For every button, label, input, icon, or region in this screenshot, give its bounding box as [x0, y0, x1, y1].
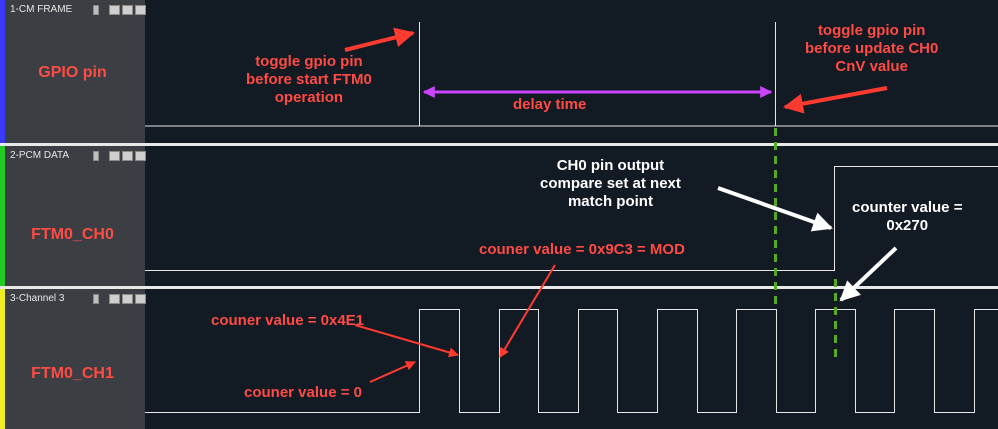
settings-icon[interactable]	[122, 5, 133, 15]
gpio-trace	[145, 22, 998, 127]
counter-270-arrow	[839, 246, 898, 302]
channel-controls	[93, 294, 146, 304]
annotation-counter-mod: couner value = 0x9C3 = MOD	[479, 241, 685, 258]
annotation-counter-4e1: couner value = 0x4E1	[211, 312, 365, 329]
counter-mod-arrow	[499, 264, 556, 358]
trigger-icon[interactable]	[109, 294, 120, 304]
channel-row-ftm0-ch0: 2-PCM DATA FTM0_CH0	[0, 146, 998, 287]
channel-label-ftm0-ch0: FTM0_CH0	[31, 226, 114, 243]
channel-color-bar	[0, 289, 5, 429]
channel-controls	[93, 5, 146, 15]
channel-label-ftm0-ch1: FTM0_CH1	[31, 365, 114, 382]
collapse-icon[interactable]	[135, 294, 146, 304]
settings-icon[interactable]	[122, 294, 133, 304]
collapse-icon[interactable]	[135, 5, 146, 15]
ch0-output-arrow	[717, 186, 833, 232]
channel-color-bar	[0, 0, 5, 145]
trigger-icon[interactable]	[109, 151, 120, 161]
channel-header-ftm0-ch1[interactable]: 3-Channel 3 FTM0_CH1	[0, 289, 146, 429]
annotation-counter-270: counter value =0x270	[852, 199, 963, 234]
channel-title: 3-Channel 3	[10, 293, 65, 304]
trigger-icon[interactable]	[109, 5, 120, 15]
channel-header-gpio[interactable]: 1-CM FRAME GPIO pin	[0, 0, 146, 145]
counter-4e1-arrow	[354, 324, 459, 358]
collapse-icon[interactable]	[135, 151, 146, 161]
channel-divider	[0, 286, 998, 289]
lock-icon[interactable]	[93, 5, 99, 15]
counter-0-arrow	[369, 361, 416, 383]
toggle-start-arrow	[344, 27, 415, 52]
annotation-counter-0: couner value = 0	[244, 384, 362, 401]
channel-title: 2-PCM DATA	[10, 150, 70, 161]
ftm0-ch0-trace	[145, 166, 998, 271]
channel-row-gpio: 1-CM FRAME GPIO pin	[0, 0, 998, 145]
annotation-delay-time: delay time	[513, 96, 587, 113]
channel-label-gpio: GPIO pin	[38, 64, 107, 81]
lock-icon[interactable]	[93, 294, 99, 304]
channel-header-ftm0-ch0[interactable]: 2-PCM DATA FTM0_CH0	[0, 146, 146, 287]
ftm0-ch1-trace	[145, 309, 998, 413]
channel-controls	[93, 151, 146, 161]
toggle-update-arrow	[783, 86, 888, 114]
channel-row-ftm0-ch1: 3-Channel 3 FTM0_CH1	[0, 289, 998, 429]
channel-color-bar	[0, 146, 5, 287]
channel-title: 1-CM FRAME	[10, 4, 73, 15]
settings-icon[interactable]	[122, 151, 133, 161]
channel-divider	[0, 143, 998, 146]
lock-icon[interactable]	[93, 151, 99, 161]
